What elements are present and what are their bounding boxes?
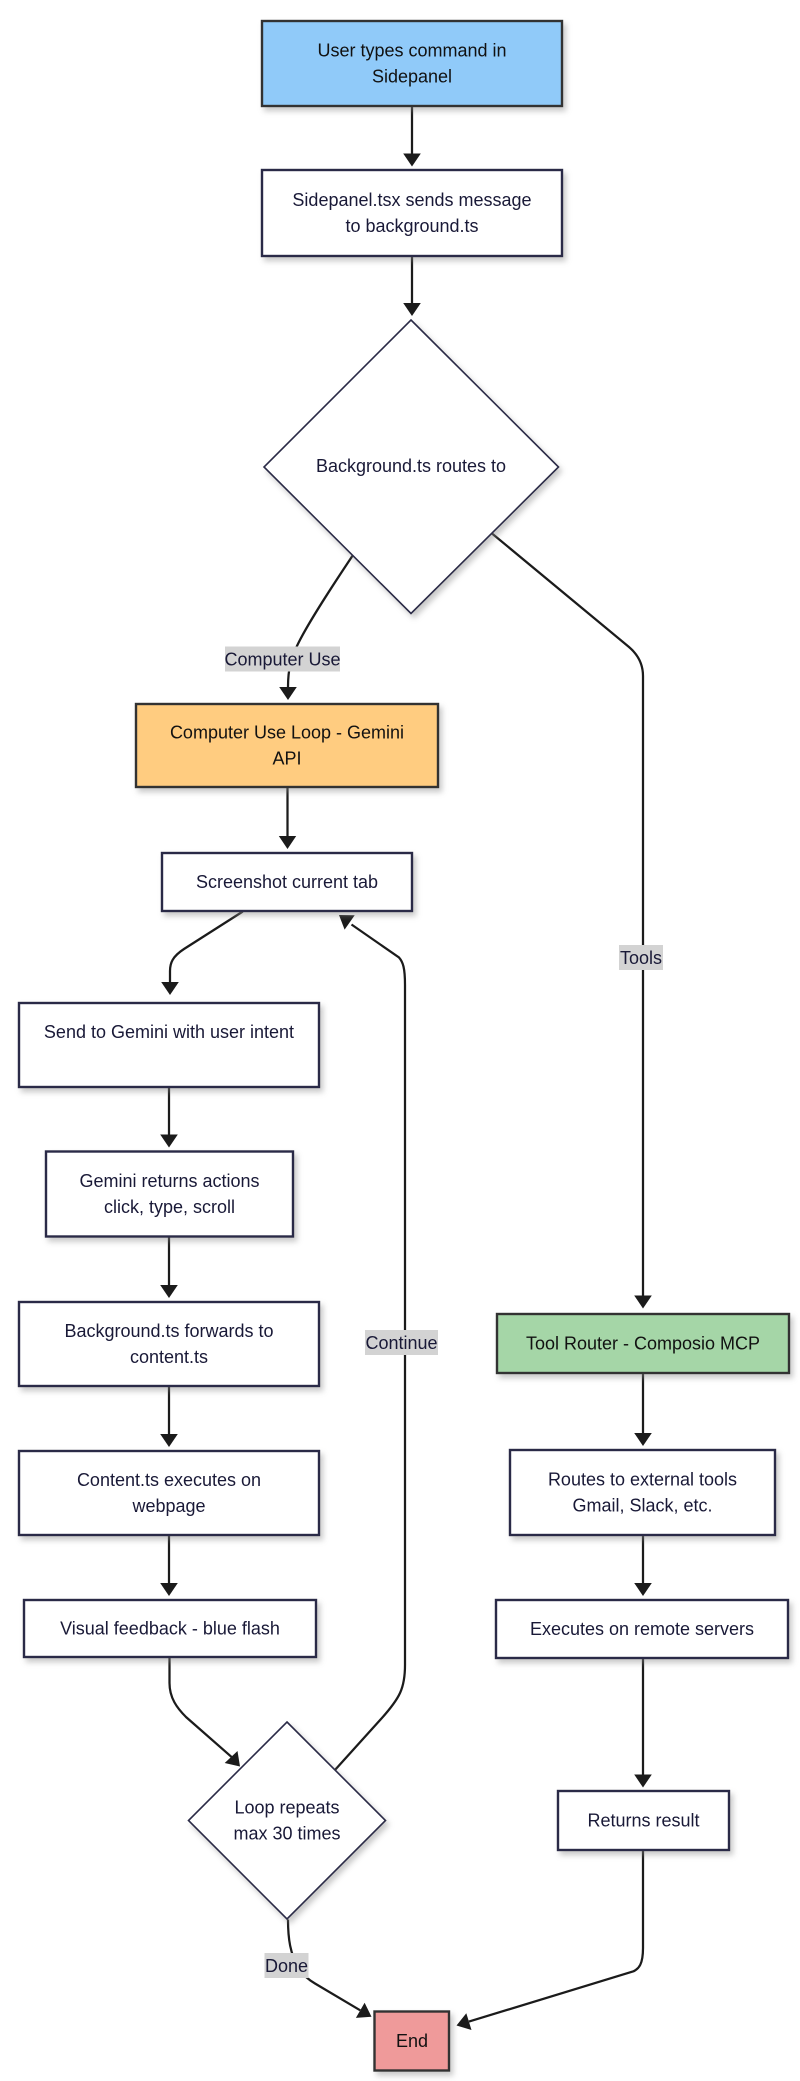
- svg-text:max 30 times: max 30 times: [233, 1824, 340, 1844]
- svg-text:Sidepanel.tsx sends message: Sidepanel.tsx sends message: [292, 190, 531, 210]
- svg-text:Routes to external tools: Routes to external tools: [548, 1470, 737, 1490]
- svg-text:Continue: Continue: [365, 1333, 437, 1353]
- svg-text:content.ts: content.ts: [130, 1347, 208, 1367]
- svg-text:Loop repeats: Loop repeats: [234, 1798, 339, 1818]
- svg-text:Tools: Tools: [620, 948, 662, 968]
- svg-text:Computer Use Loop - Gemini: Computer Use Loop - Gemini: [170, 723, 404, 743]
- svg-text:Done: Done: [265, 1956, 308, 1976]
- svg-text:Content.ts executes on: Content.ts executes on: [77, 1470, 261, 1490]
- svg-text:webpage: webpage: [131, 1496, 205, 1516]
- svg-text:Executes on remote servers: Executes on remote servers: [530, 1619, 754, 1639]
- svg-text:Visual feedback - blue flash: Visual feedback - blue flash: [60, 1619, 280, 1639]
- svg-text:Send to Gemini with user inten: Send to Gemini with user intent: [44, 1022, 294, 1042]
- svg-text:Tool Router - Composio MCP: Tool Router - Composio MCP: [526, 1334, 760, 1354]
- svg-text:Gmail, Slack, etc.: Gmail, Slack, etc.: [572, 1496, 712, 1516]
- svg-text:Background.ts forwards to: Background.ts forwards to: [64, 1321, 273, 1341]
- svg-text:Computer Use: Computer Use: [224, 650, 340, 670]
- svg-text:Gemini returns actions: Gemini returns actions: [79, 1171, 259, 1191]
- svg-text:End: End: [396, 2031, 428, 2051]
- svg-text:API: API: [272, 749, 301, 769]
- svg-text:to background.ts: to background.ts: [345, 216, 478, 236]
- svg-text:Sidepanel: Sidepanel: [372, 67, 452, 87]
- svg-text:User types command in: User types command in: [317, 41, 506, 61]
- svg-text:Returns result: Returns result: [587, 1811, 699, 1831]
- svg-text:Screenshot current tab: Screenshot current tab: [196, 872, 378, 892]
- svg-text:click, type, scroll: click, type, scroll: [104, 1197, 235, 1217]
- svg-text:Background.ts routes to: Background.ts routes to: [316, 456, 506, 476]
